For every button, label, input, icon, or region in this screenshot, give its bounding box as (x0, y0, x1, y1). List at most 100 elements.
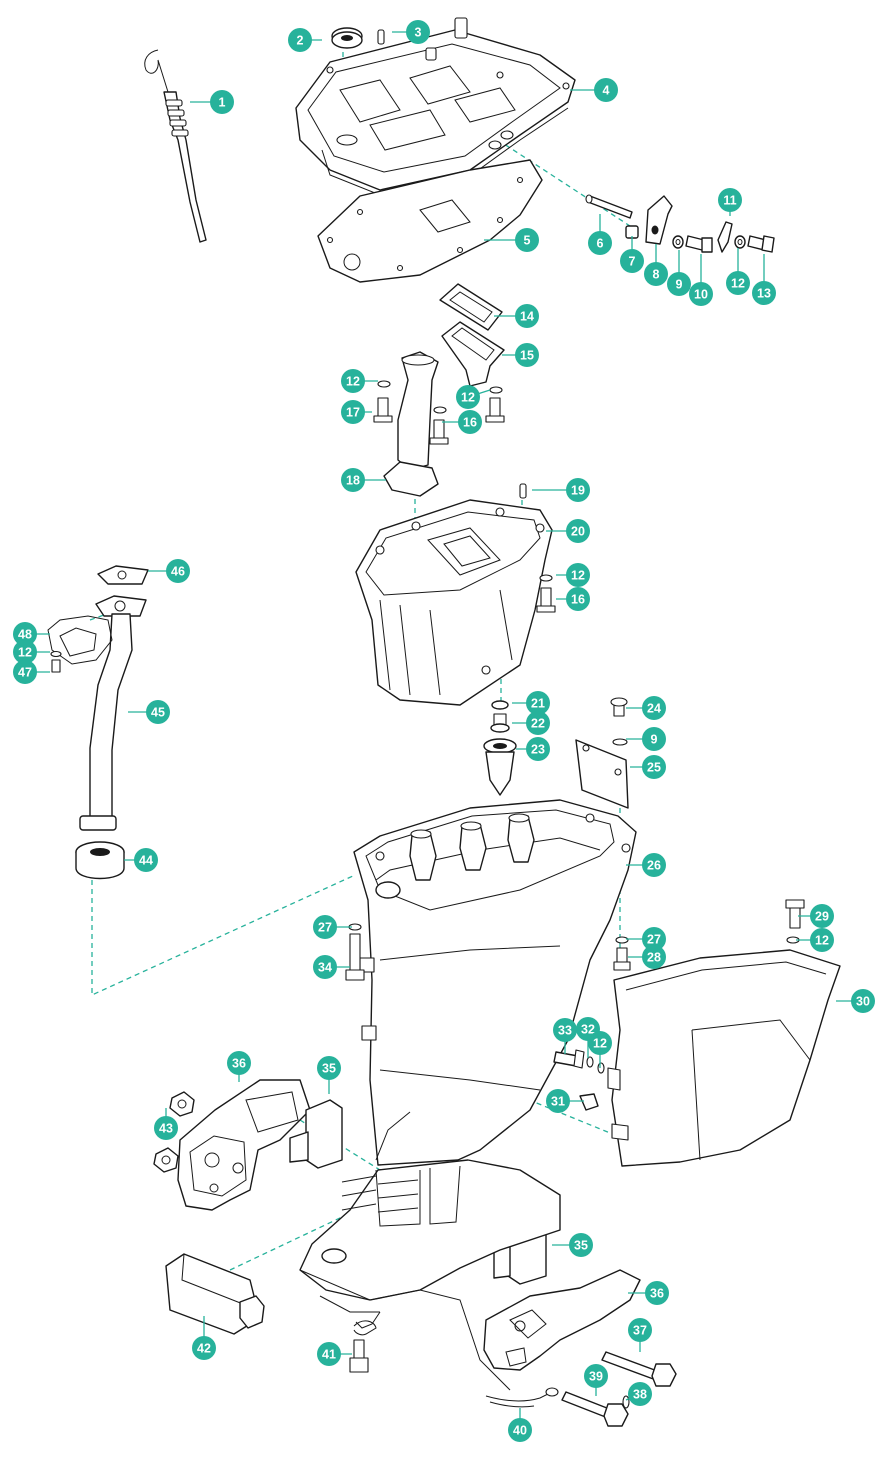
part-bolt-39 (561, 1391, 629, 1427)
callout-number: 40 (513, 1424, 527, 1438)
callout-8: 8 (644, 244, 668, 286)
callout-badge (553, 1018, 577, 1042)
callout-number: 1 (219, 96, 226, 110)
callout-39: 39 (584, 1364, 608, 1396)
callout-badge (341, 400, 365, 424)
callout-number: 2 (297, 34, 304, 48)
callout-number: 7 (629, 255, 636, 269)
callout-15: 15 (502, 343, 539, 367)
callout-badge (317, 1056, 341, 1080)
callout-45: 45 (128, 700, 170, 724)
callout-number: 46 (171, 565, 185, 579)
callout-badge (569, 1233, 593, 1257)
callout-number: 17 (346, 406, 360, 420)
callout-number: 8 (653, 268, 660, 282)
callout-31: 31 (546, 1089, 584, 1113)
callout-number: 10 (694, 288, 708, 302)
callout-number: 30 (856, 995, 870, 1009)
callout-40: 40 (508, 1408, 532, 1442)
callout-20: 20 (546, 519, 590, 543)
callout-badge (810, 928, 834, 952)
part-lever (645, 195, 673, 245)
callout-9: 9 (626, 727, 666, 751)
callout-number: 26 (647, 859, 661, 873)
callout-badge (341, 468, 365, 492)
callout-badge (566, 563, 590, 587)
part-long-bolt-34 (345, 923, 365, 981)
callout-number: 27 (647, 933, 661, 947)
callout-badge (689, 282, 713, 306)
part-dipstick (144, 49, 207, 243)
fasteners-upper (373, 380, 505, 445)
callout-47: 47 (13, 660, 50, 684)
callout-17: 17 (341, 400, 372, 424)
callout-badge (210, 90, 234, 114)
callout-number: 36 (232, 1057, 246, 1071)
part-side-cowl (607, 949, 841, 1167)
callout-badge (667, 272, 691, 296)
callout-3: 3 (392, 20, 430, 44)
callout-badge (515, 304, 539, 328)
callout-27: 27 (626, 927, 666, 951)
callout-30: 30 (836, 989, 875, 1013)
callout-46: 46 (148, 559, 190, 583)
callout-number: 12 (593, 1037, 607, 1051)
callout-1: 1 (190, 90, 234, 114)
callout-12: 12 (341, 369, 378, 393)
callout-badge (566, 478, 590, 502)
fasteners-cowl (553, 1049, 605, 1111)
callout-badge (313, 915, 337, 939)
callout-14: 14 (494, 304, 539, 328)
callout-number: 42 (197, 1342, 211, 1356)
callout-number: 44 (139, 854, 153, 868)
callout-12: 12 (456, 385, 491, 409)
callout-7: 7 (620, 236, 644, 273)
part-washer-9 (672, 235, 684, 249)
part-oil-seal (331, 27, 363, 49)
callout-number: 34 (318, 961, 332, 975)
callout-number: 12 (346, 375, 360, 389)
callout-number: 3 (415, 26, 422, 40)
callout-badge (851, 989, 875, 1013)
callout-number: 47 (18, 666, 32, 680)
callout-number: 48 (18, 628, 32, 642)
callout-34: 34 (313, 955, 350, 979)
callout-badge (313, 955, 337, 979)
callout-badge (227, 1051, 251, 1075)
callout-number: 24 (647, 702, 661, 716)
part-exhaust-pipe (383, 351, 439, 497)
callout-badge (642, 927, 666, 951)
callout-35: 35 (317, 1056, 341, 1094)
callout-badge (526, 691, 550, 715)
callout-44: 44 (124, 848, 158, 872)
part-oil-pan (355, 499, 556, 706)
callout-number: 32 (581, 1023, 595, 1037)
callout-29: 29 (798, 904, 834, 928)
callout-number: 25 (647, 761, 661, 775)
callout-22: 22 (512, 711, 550, 735)
callout-badge (406, 20, 430, 44)
callout-number: 15 (520, 349, 534, 363)
callout-number: 9 (676, 278, 683, 292)
fasteners-right (613, 899, 805, 971)
callout-35: 35 (552, 1233, 593, 1257)
part-rubber-mount-upper (289, 1099, 343, 1169)
callout-number: 36 (650, 1287, 664, 1301)
callout-19: 19 (532, 478, 590, 502)
part-mount-bracket-lower (483, 1269, 641, 1371)
callout-badge (317, 1342, 341, 1366)
callout-badge (546, 1089, 570, 1113)
part-bolt-10 (685, 235, 713, 253)
callout-number: 12 (815, 934, 829, 948)
callout-badge (584, 1364, 608, 1388)
callout-badge (508, 1418, 532, 1442)
callout-badge (642, 945, 666, 969)
callout-26: 26 (626, 853, 666, 877)
callout-badge (810, 904, 834, 928)
callout-33: 33 (553, 1018, 577, 1054)
callout-number: 41 (322, 1348, 336, 1362)
callout-27: 27 (313, 915, 352, 939)
callout-number: 16 (463, 416, 477, 430)
part-lower-adapter (299, 1159, 561, 1391)
